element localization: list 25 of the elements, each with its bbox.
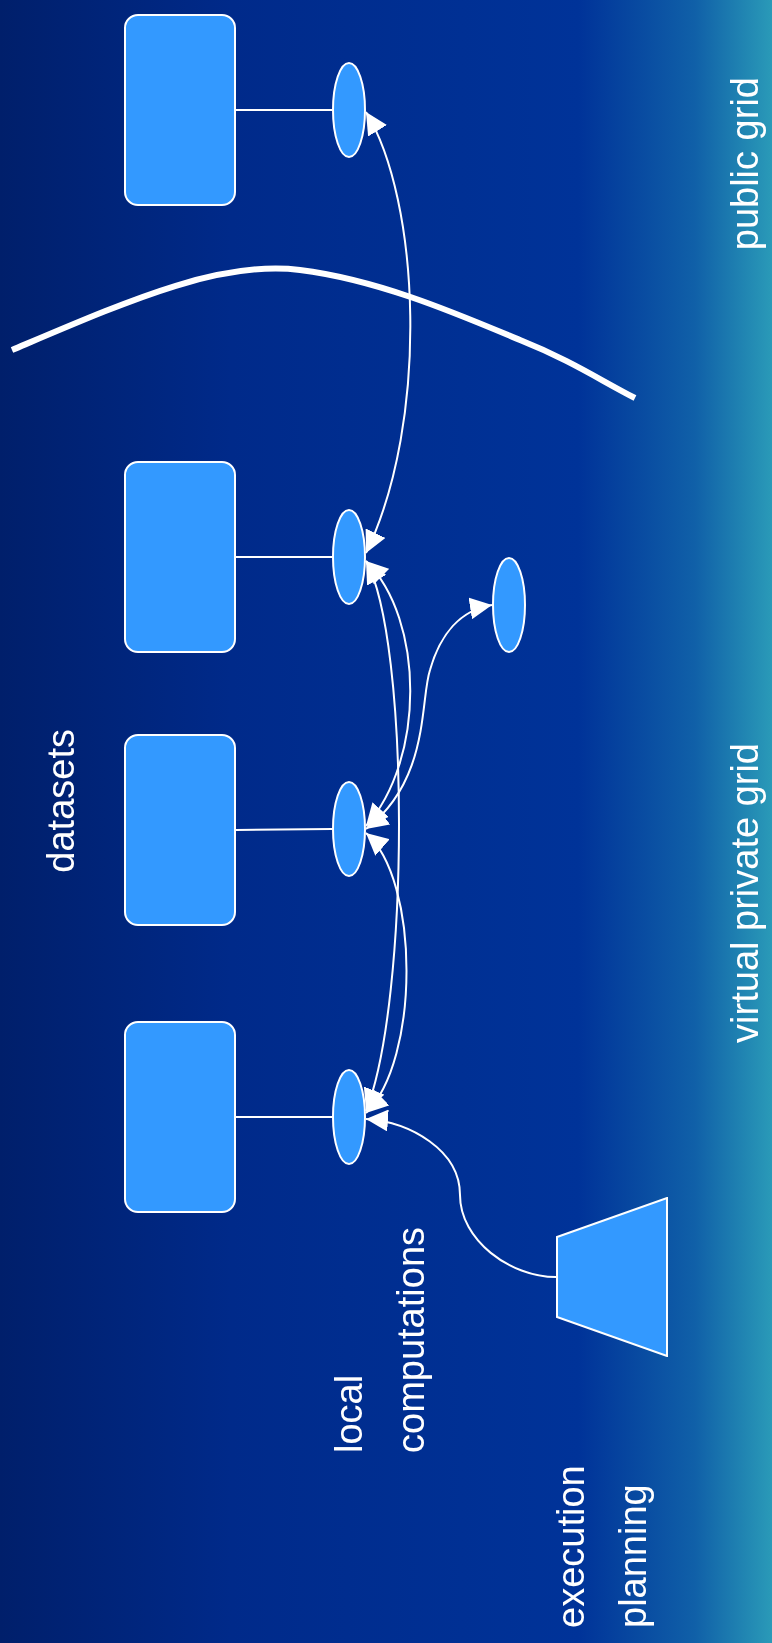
text-label: public grid xyxy=(723,76,767,250)
dataset-box xyxy=(124,14,236,206)
arrow xyxy=(365,598,493,830)
arrow xyxy=(365,1110,557,1278)
computation-ellipse xyxy=(332,62,366,158)
connector-line xyxy=(235,109,333,111)
connector-line xyxy=(235,1116,333,1118)
text-label: virtual private grid xyxy=(723,743,767,1043)
arrow xyxy=(365,832,408,1114)
arrow xyxy=(365,560,412,827)
computation-ellipse xyxy=(332,1069,366,1165)
computation-ellipse xyxy=(332,509,366,605)
computation-ellipse xyxy=(492,557,526,653)
dataset-box xyxy=(124,1021,236,1213)
connector-line xyxy=(235,556,333,558)
arrow xyxy=(364,111,412,554)
arrow xyxy=(362,560,400,1112)
computation-ellipse xyxy=(332,781,366,877)
text-label: execution planning xyxy=(549,1464,655,1628)
connector-line xyxy=(235,828,333,831)
dataset-box xyxy=(124,734,236,926)
planner-trapezoid xyxy=(556,1197,668,1357)
text-label: local computations xyxy=(327,1226,433,1453)
dataset-box xyxy=(124,461,236,653)
text-label: datasets xyxy=(39,729,83,873)
